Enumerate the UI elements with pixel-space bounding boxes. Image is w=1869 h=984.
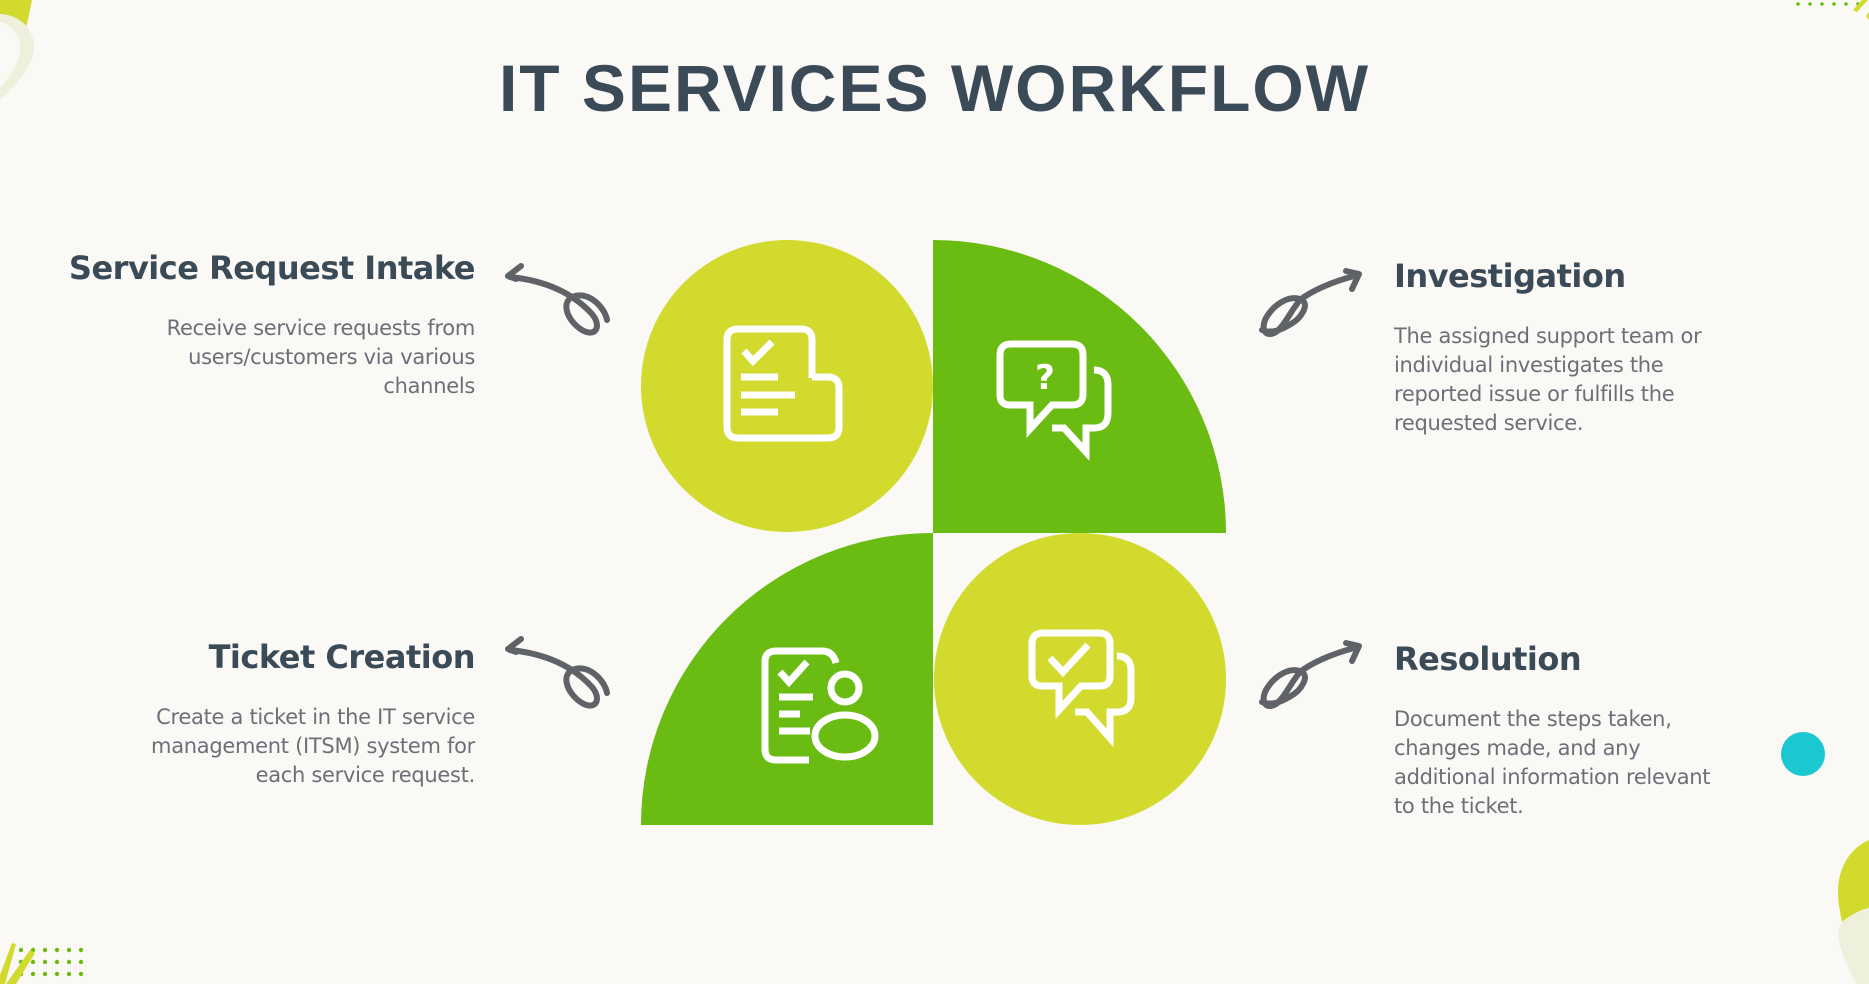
curly-arrow-service-request-intake <box>505 263 610 336</box>
decor-swoosh-top-left <box>0 14 35 100</box>
check-chat-bubbles-icon <box>1028 629 1135 748</box>
step-title-ticket-creation: Ticket Creation <box>208 638 476 676</box>
step-title-resolution: Resolution <box>1394 640 1582 678</box>
decor-swoosh-bottom-right <box>1838 909 1869 984</box>
step-title-service-request-intake: Service Request Intake <box>68 249 476 287</box>
curly-arrow-resolution <box>1259 640 1362 710</box>
decor-stroke-top-right-2 <box>1866 12 1869 20</box>
question-chat-bubbles-icon <box>996 340 1112 461</box>
checklist-user-icon <box>761 647 879 764</box>
decor-stroke-bottom-left-2 <box>6 950 35 984</box>
step-shape-resolution <box>934 533 1226 825</box>
step-desc-ticket-creation: Create a ticket in the IT service manage… <box>151 705 475 787</box>
page-title: IT SERVICES WORKFLOW <box>498 51 1371 125</box>
step-desc-resolution: Document the steps taken, changes made, … <box>1394 707 1711 818</box>
step-desc-service-request-intake: Receive service requests from users/cust… <box>166 316 476 398</box>
question-mark-glyph: ? <box>1035 358 1055 398</box>
decor-stroke-top-right <box>1853 0 1868 12</box>
decor-dots-top-right <box>1796 2 1860 6</box>
decor-blob-bottom-right <box>1838 840 1869 922</box>
decor-blob-top-left <box>0 0 32 27</box>
decor-teal-dot <box>1781 732 1825 776</box>
curly-arrow-investigation <box>1259 268 1362 338</box>
step-desc-investigation: The assigned support team or individual … <box>1394 324 1702 435</box>
step-title-investigation: Investigation <box>1394 257 1626 295</box>
checklist-document-icon <box>723 325 843 442</box>
step-shape-service-request-intake <box>641 240 933 532</box>
curly-arrow-ticket-creation <box>505 636 610 709</box>
decor-stroke-bottom-left <box>0 943 16 984</box>
